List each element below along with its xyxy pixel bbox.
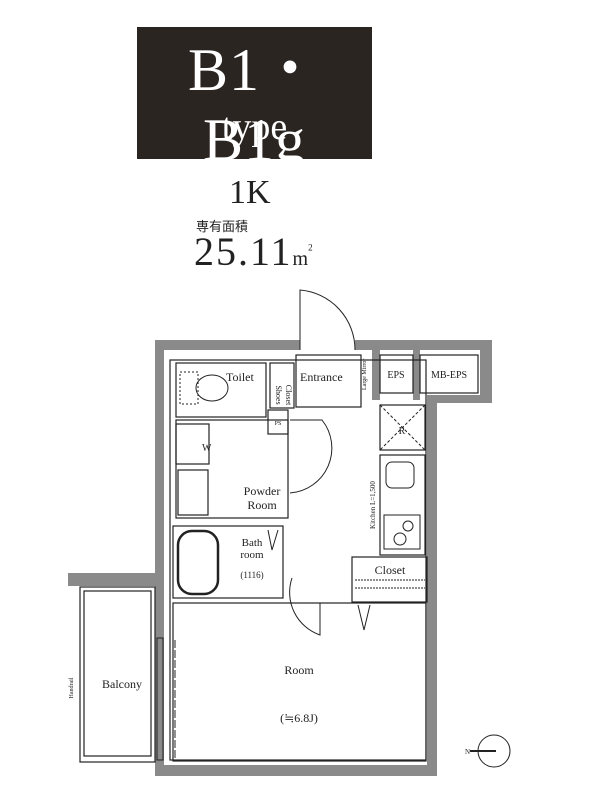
area-label: 専有面積 <box>196 220 249 235</box>
unit-type-name: B1・B1g <box>187 37 322 173</box>
partitions <box>79 354 479 763</box>
stove-icon <box>383 514 421 550</box>
bath-door-icon <box>267 529 279 551</box>
closet-door-icon <box>357 604 371 631</box>
washer-label: W <box>202 443 212 454</box>
bathroom-size: (1116) <box>240 570 263 580</box>
room-label: Room <box>284 663 314 677</box>
walls <box>68 340 492 776</box>
handrail-label: Handrail <box>69 677 75 698</box>
toilet-icon <box>195 374 229 402</box>
toilet-tank-icon <box>179 371 199 405</box>
bathtub-icon <box>176 529 220 596</box>
floor-area: 25.11m2 <box>194 228 315 275</box>
ps-label: PS <box>275 421 282 427</box>
powder-room-door <box>289 419 333 494</box>
eps-label: EPS <box>387 370 404 381</box>
area-value: 25.11 <box>194 229 293 274</box>
compass-north-label: N <box>465 748 470 756</box>
large-mirror-label: Large Mirror <box>362 359 368 390</box>
area-unit: m <box>292 248 309 270</box>
closet-label: Closet <box>375 563 406 577</box>
area-unit-sup: 2 <box>308 242 315 253</box>
powder-room-label-2: Room <box>247 498 277 512</box>
powder-room-label: Powder <box>244 484 281 498</box>
shoes-closet-label: Shoes <box>274 385 283 404</box>
bathroom-label: Bath <box>242 537 263 549</box>
unit-type-badge: B1・B1g type <box>137 27 372 173</box>
layout-type: 1K <box>229 174 271 211</box>
bathroom-label-2: room <box>240 549 264 561</box>
shoes-closet-label-2: Closet <box>284 385 293 406</box>
balcony-label: Balcony <box>102 677 142 691</box>
toilet-label: Toilet <box>226 370 254 384</box>
balcony-window[interactable] <box>156 637 164 761</box>
kitchen-label: Kitchen L=1,500 <box>369 481 377 529</box>
sink-icon <box>385 461 415 489</box>
unit-type-suffix: type <box>221 106 288 148</box>
burner-icon <box>402 520 414 532</box>
room-size: (≒6.8J) <box>280 711 318 725</box>
room-door <box>289 577 321 636</box>
entrance-label: Entrance <box>300 370 343 384</box>
refrigerator-label: R <box>399 426 406 437</box>
entrance-door <box>299 289 356 351</box>
mb-eps-label: MB-EPS <box>431 370 467 381</box>
